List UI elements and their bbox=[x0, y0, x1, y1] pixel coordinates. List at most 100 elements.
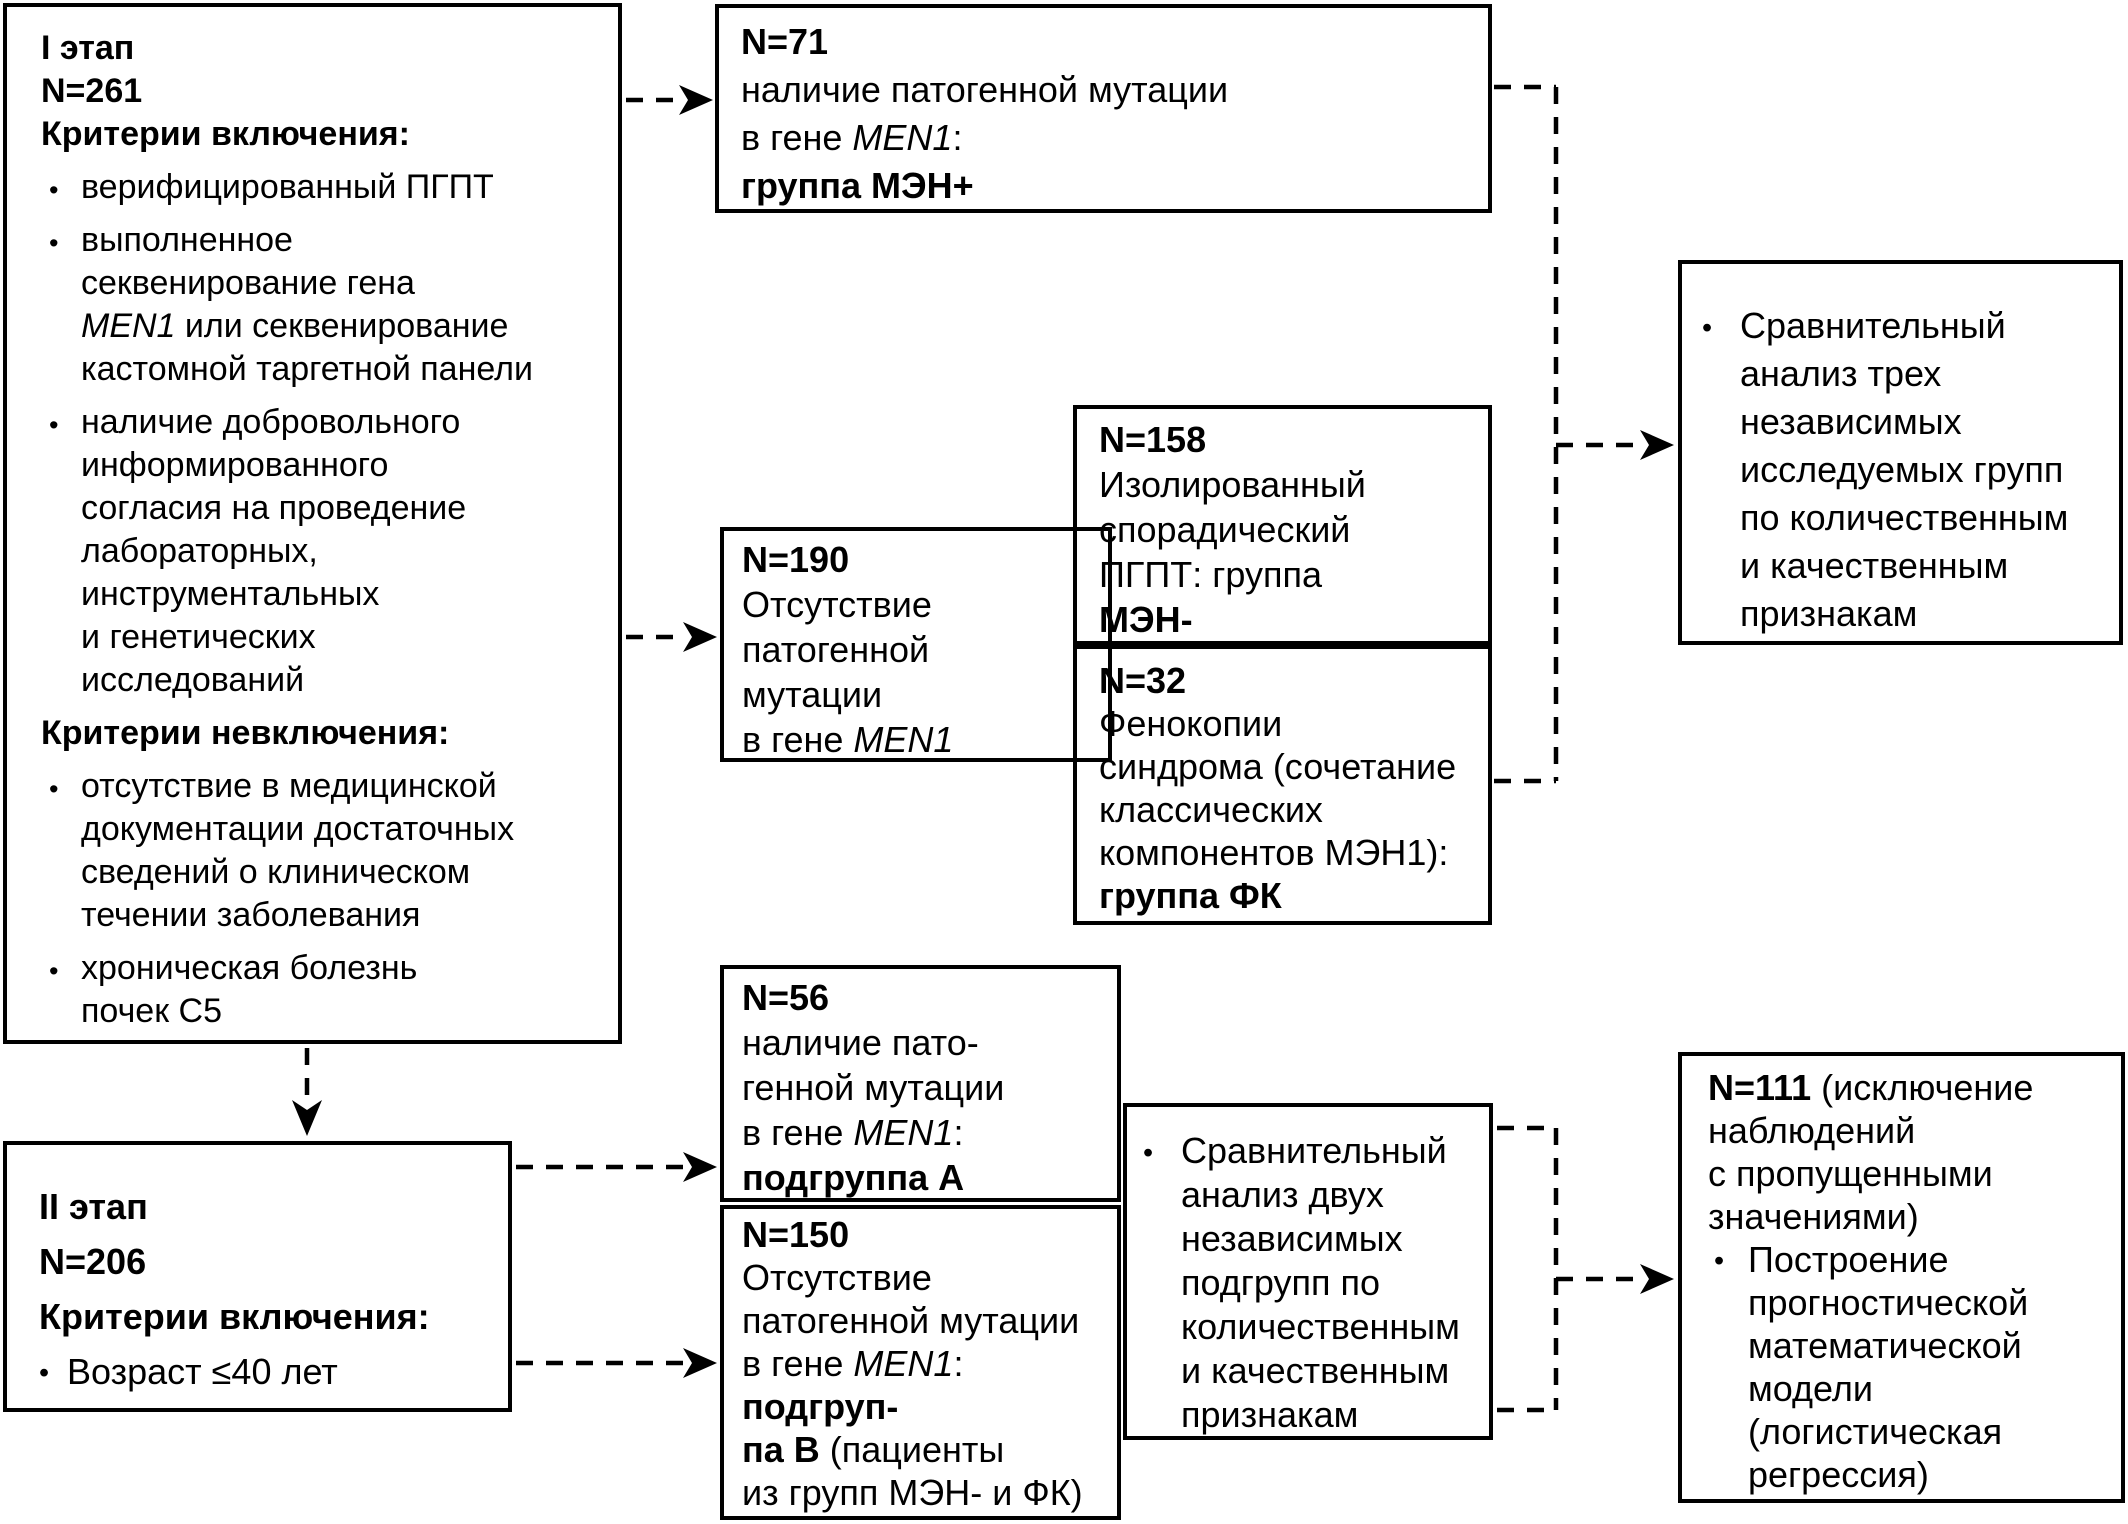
text-line: ПГПТ: группа bbox=[1099, 554, 1322, 595]
text-line: анализ трех bbox=[1740, 353, 1942, 394]
text-line: •Построение bbox=[1708, 1238, 2117, 1281]
text-line: почек С5 bbox=[81, 992, 222, 1030]
text-line: N=56 bbox=[742, 977, 830, 1018]
arrowhead-n190 bbox=[683, 622, 717, 652]
arrowhead-n56 bbox=[683, 1152, 717, 1182]
text-line: информированного bbox=[81, 446, 389, 484]
arrowhead-n111 bbox=[1640, 1264, 1674, 1294]
text-line: •хроническая болезнь bbox=[41, 947, 610, 990]
arrowhead-n71 bbox=[679, 85, 713, 115]
text-line: N=71 bbox=[741, 21, 829, 62]
text-line: прогностической bbox=[1748, 1282, 2029, 1323]
text-line: с пропущенными bbox=[1708, 1153, 1993, 1194]
text-line: па В (пациенты bbox=[742, 1429, 1005, 1470]
text-line: МЭН- bbox=[1099, 599, 1193, 640]
text-line: лабораторных, bbox=[81, 532, 318, 570]
text-line: независимых bbox=[1740, 401, 1962, 442]
text-line: секвенирование гена bbox=[81, 264, 415, 302]
text-line: количественным bbox=[1181, 1306, 1460, 1347]
text-line: N=111 (исключение bbox=[1708, 1067, 2034, 1108]
text-line: модели bbox=[1748, 1368, 1873, 1409]
bullet-icon: • bbox=[1714, 1245, 1725, 1277]
text-line: классических bbox=[1099, 789, 1323, 830]
text-line: Изолированный bbox=[1099, 464, 1366, 505]
bullet-icon: • bbox=[49, 174, 59, 205]
text-line: •Сравнительный bbox=[1141, 1129, 1485, 1173]
text-line: наблюдений bbox=[1708, 1110, 1916, 1151]
text-line: N=32 bbox=[1099, 660, 1187, 701]
text-line: •отсутствие в медицинской bbox=[41, 765, 610, 808]
text-line: инструментальных bbox=[81, 575, 380, 613]
bullet-icon: • bbox=[1143, 1137, 1154, 1169]
text-line: (логистическая bbox=[1748, 1411, 2003, 1452]
text-line: Критерии невключения: bbox=[41, 714, 450, 752]
text-line: значениями) bbox=[1708, 1196, 1919, 1237]
text-line: в гене MEN1: bbox=[742, 1343, 964, 1384]
text-line: кастомной таргетной панели bbox=[81, 350, 533, 388]
text-line: математической bbox=[1748, 1325, 2022, 1366]
bullet-icon: • bbox=[39, 1357, 50, 1389]
text-line: исследований bbox=[81, 661, 305, 699]
text-line: MEN1 или секвенирование bbox=[81, 307, 509, 345]
text-line: Критерии включения: bbox=[41, 115, 410, 153]
text-line: и качественным bbox=[1181, 1350, 1450, 1391]
arrowhead-stage2 bbox=[292, 1100, 322, 1136]
text-line: генной мутации bbox=[742, 1067, 1005, 1108]
bullet-icon: • bbox=[49, 409, 59, 440]
text-line: подгрупп по bbox=[1181, 1262, 1380, 1303]
text-line: группа ФК bbox=[1099, 875, 1282, 916]
text-line: N=190 bbox=[742, 539, 850, 580]
text-line: в гене MEN1 bbox=[742, 719, 954, 760]
text-line: из групп МЭН- и ФК) bbox=[742, 1472, 1083, 1513]
text-line: исследуемых групп bbox=[1740, 449, 2064, 490]
text-line: N=206 bbox=[39, 1241, 147, 1282]
text-line: N=261 bbox=[41, 72, 143, 110]
text-line: •Возраст ≤40 лет bbox=[39, 1344, 500, 1399]
text-line: подгруп- bbox=[742, 1386, 899, 1427]
arrowhead-tri bbox=[1640, 430, 1674, 460]
text-line: и качественным bbox=[1740, 545, 2009, 586]
text-line: компонентов МЭН1): bbox=[1099, 832, 1449, 873]
bullet-icon: • bbox=[49, 955, 59, 986]
bullet-icon: • bbox=[49, 227, 59, 258]
text-line: •наличие добровольного bbox=[41, 401, 610, 444]
text-line: Фенокопии bbox=[1099, 703, 1283, 744]
text-line: N=158 bbox=[1099, 419, 1207, 460]
text-line: мутации bbox=[742, 674, 883, 715]
text-line: Отсутствие bbox=[742, 1257, 932, 1298]
text-line: группа МЭН+ bbox=[741, 165, 974, 206]
text-line: анализ двух bbox=[1181, 1174, 1384, 1215]
text-line: признакам bbox=[1181, 1394, 1359, 1435]
text-line: по количественным bbox=[1740, 497, 2069, 538]
text-line: Отсутствие bbox=[742, 584, 932, 625]
text-line: •Сравнительный bbox=[1700, 302, 2113, 350]
text-line: и генетических bbox=[81, 618, 316, 656]
text-line: •выполненное bbox=[41, 219, 610, 262]
text-line: •верифицированный ПГПТ bbox=[41, 166, 610, 209]
text-line: патогенной мутации bbox=[742, 1300, 1080, 1341]
n71-men-plus-group-box: N=71 наличие патогенной мутации в гене MEN… bbox=[715, 4, 1492, 213]
text-line: наличие пато- bbox=[742, 1022, 979, 1063]
text-line: патогенной bbox=[742, 629, 930, 670]
text-line: наличие патогенной мутации bbox=[741, 69, 1229, 110]
text-line: в гене MEN1: bbox=[742, 1112, 964, 1153]
text-line: регрессия) bbox=[1748, 1454, 1929, 1495]
bullet-icon: • bbox=[1702, 312, 1713, 344]
text-line: признакам bbox=[1740, 593, 1918, 634]
text-line: в гене MEN1: bbox=[741, 117, 963, 158]
text-line: согласия на проведение bbox=[81, 489, 467, 527]
text-line: документации достаточных bbox=[81, 810, 515, 848]
text-line: подгруппа А bbox=[742, 1157, 965, 1198]
text-line: II этап bbox=[39, 1186, 148, 1227]
